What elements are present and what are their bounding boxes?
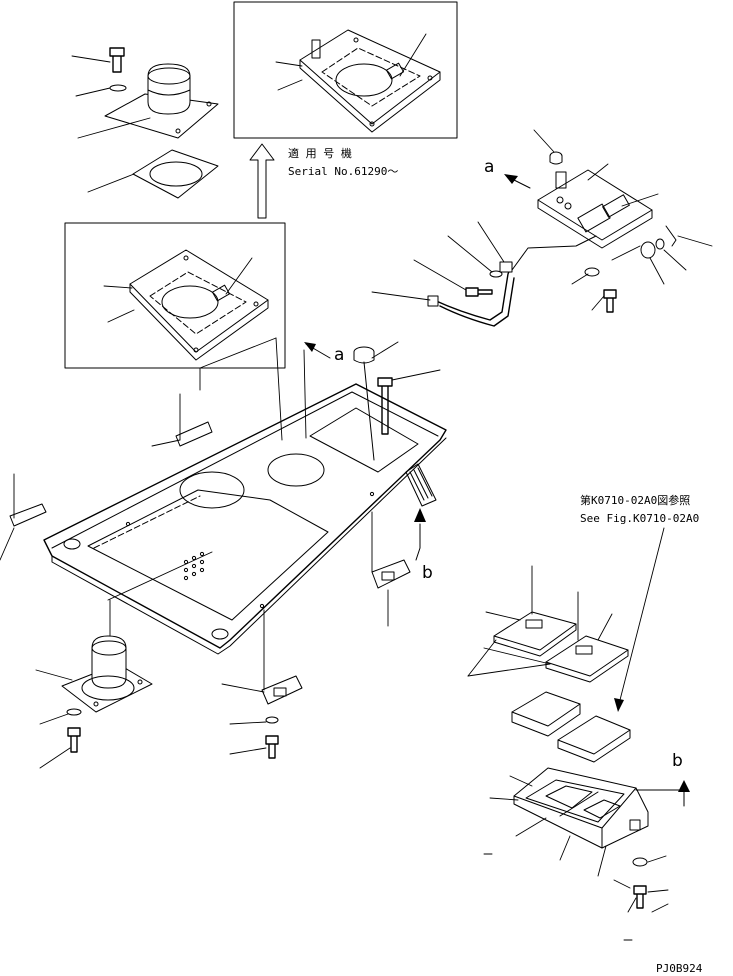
upgrade-arrow <box>249 143 275 219</box>
reference-leader <box>619 527 665 701</box>
view-label-a-top: a <box>484 157 494 177</box>
view-label-b-left: b <box>422 563 433 583</box>
top-left-mount-assembly <box>71 47 219 199</box>
left-inset-detail <box>64 222 286 369</box>
bottom-left-mount-assembly <box>35 551 213 769</box>
floor-plate <box>43 383 447 655</box>
drawing-code: PJ0B924 <box>656 962 703 975</box>
bottom-center-washer <box>265 716 279 724</box>
view-label-b-right: b <box>672 751 683 771</box>
control-panel-assembly <box>533 129 659 249</box>
top-washer <box>109 84 127 92</box>
serial-range-text: Serial No.61290～ <box>288 165 398 178</box>
top-gasket <box>132 149 219 199</box>
right-fasteners <box>571 225 713 313</box>
bracket-right-hinge <box>371 511 411 627</box>
top-bolt <box>109 47 125 73</box>
applicable-serial-jp: 適 用 号 機 <box>288 146 352 160</box>
view-arrow-b-left <box>415 523 421 561</box>
reference-note-jp: 第K0710-02A0図参照 <box>580 493 690 507</box>
floor-hole-left <box>179 471 245 509</box>
main-stopper <box>353 341 441 461</box>
bottom-center-bolt <box>265 735 279 759</box>
view-label-a-main: a <box>334 345 344 365</box>
bracket-upper-left <box>151 393 213 447</box>
top-rubber-mount <box>147 63 191 115</box>
floor-hole-right <box>267 453 325 487</box>
battery-tray <box>483 767 649 877</box>
floor-mat-grille <box>405 463 437 507</box>
view-arrow-b-right <box>635 789 685 807</box>
top-mount-plate <box>104 93 219 139</box>
tray-bolt <box>633 885 647 909</box>
tray-washer <box>632 857 648 867</box>
wiring-harness <box>371 221 597 327</box>
floor-opening <box>87 489 329 621</box>
reference-note-en: See Fig.K0710-02A0 <box>580 512 699 525</box>
bracket-bottom-hinge <box>221 609 303 705</box>
bracket-left-edge <box>0 473 47 561</box>
top-inset-detail <box>233 1 458 139</box>
pad-stack-lower <box>511 691 631 763</box>
floor-cutout <box>309 407 419 473</box>
pad-stack-upper <box>467 565 629 683</box>
